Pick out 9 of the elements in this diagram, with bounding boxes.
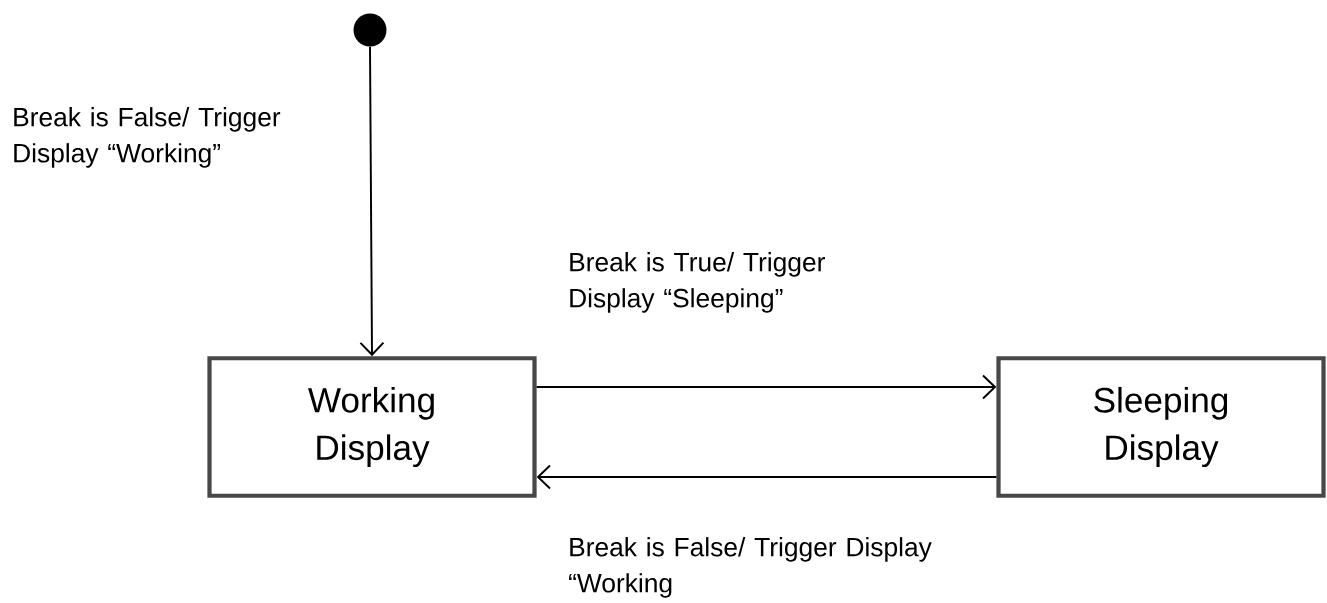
state-box: Working Display <box>207 356 537 498</box>
arrow <box>535 374 997 400</box>
edge-label: Break is False/ Trigger Display “Working” <box>14 107 281 168</box>
initial-state-dot <box>353 13 387 47</box>
arrow <box>536 464 998 490</box>
edge-label: Break is True/ Trigger Display “Sleeping” <box>570 252 825 313</box>
edge-label: Break is False/ Trigger Display “Working <box>569 537 932 598</box>
state-box: Sleeping Display <box>996 356 1326 498</box>
arrow <box>359 45 385 357</box>
